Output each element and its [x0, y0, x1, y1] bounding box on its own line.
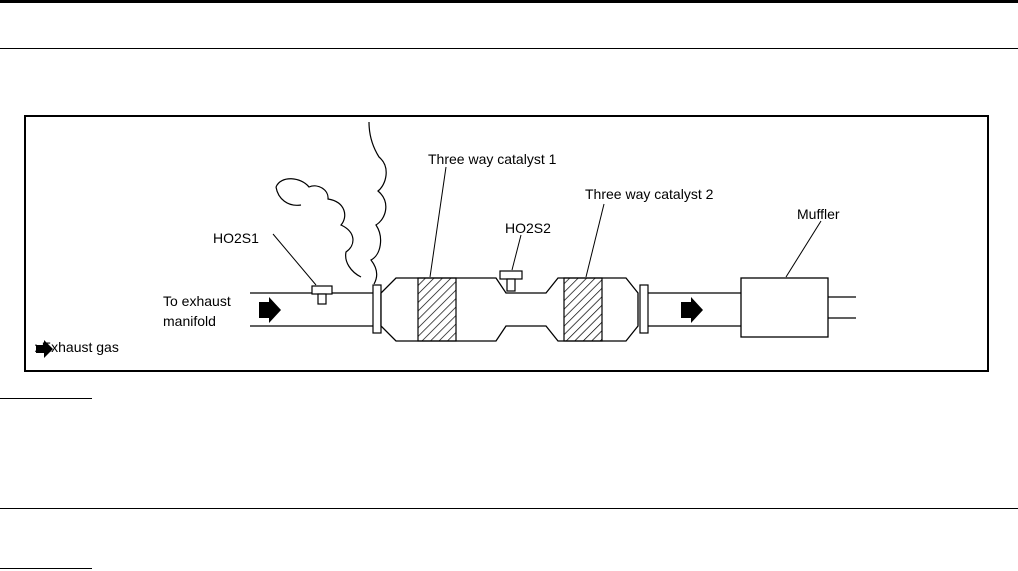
flow-arrow-middle [681, 297, 703, 323]
top-rule [0, 0, 1018, 3]
section-divider-lower [0, 508, 1018, 509]
ho2s2-sensor-head [499, 270, 523, 280]
note-underline-lower [0, 568, 92, 569]
smoke-cloud-inner [275, 186, 302, 206]
ho2s2-leader [511, 234, 522, 271]
muffler-leader [785, 220, 822, 278]
smoke-cloud-left [275, 178, 362, 278]
note-underline [0, 398, 92, 399]
section-divider [0, 48, 1018, 49]
catalyst-1-label: Three way catalyst 1 [428, 151, 557, 167]
legend: : Exhaust gas [34, 339, 119, 358]
diagram-drawing [250, 121, 856, 342]
ho2s2-label: HO2S2 [505, 220, 551, 236]
ho2s1-sensor-head [311, 285, 333, 295]
three-way-catalyst-1 [417, 277, 457, 342]
catalyst-2-label: Three way catalyst 2 [585, 186, 714, 202]
three-way-catalyst-2 [563, 277, 603, 342]
ho2s1-leader [272, 233, 317, 286]
ho2s1-sensor-body [317, 293, 327, 305]
muffler [740, 277, 829, 338]
inlet-flange [372, 284, 382, 334]
ho2s2-sensor-body [506, 278, 516, 292]
flow-arrow-inlet [259, 297, 281, 323]
catalyst-2-leader [585, 203, 605, 278]
arrow-right-icon [36, 340, 53, 358]
exhaust-system-diagram: Three way catalyst 1 Three way catalyst … [24, 115, 989, 372]
ho2s1-label: HO2S1 [213, 230, 259, 246]
to-exhaust-label-line2: manifold [163, 313, 216, 329]
outlet-flange [639, 284, 649, 334]
to-exhaust-label-line1: To exhaust [163, 293, 231, 309]
legend-text: : Exhaust gas [34, 339, 119, 355]
catalyst-1-leader [429, 166, 447, 278]
muffler-label: Muffler [797, 206, 840, 222]
smoke-cloud [368, 121, 387, 285]
